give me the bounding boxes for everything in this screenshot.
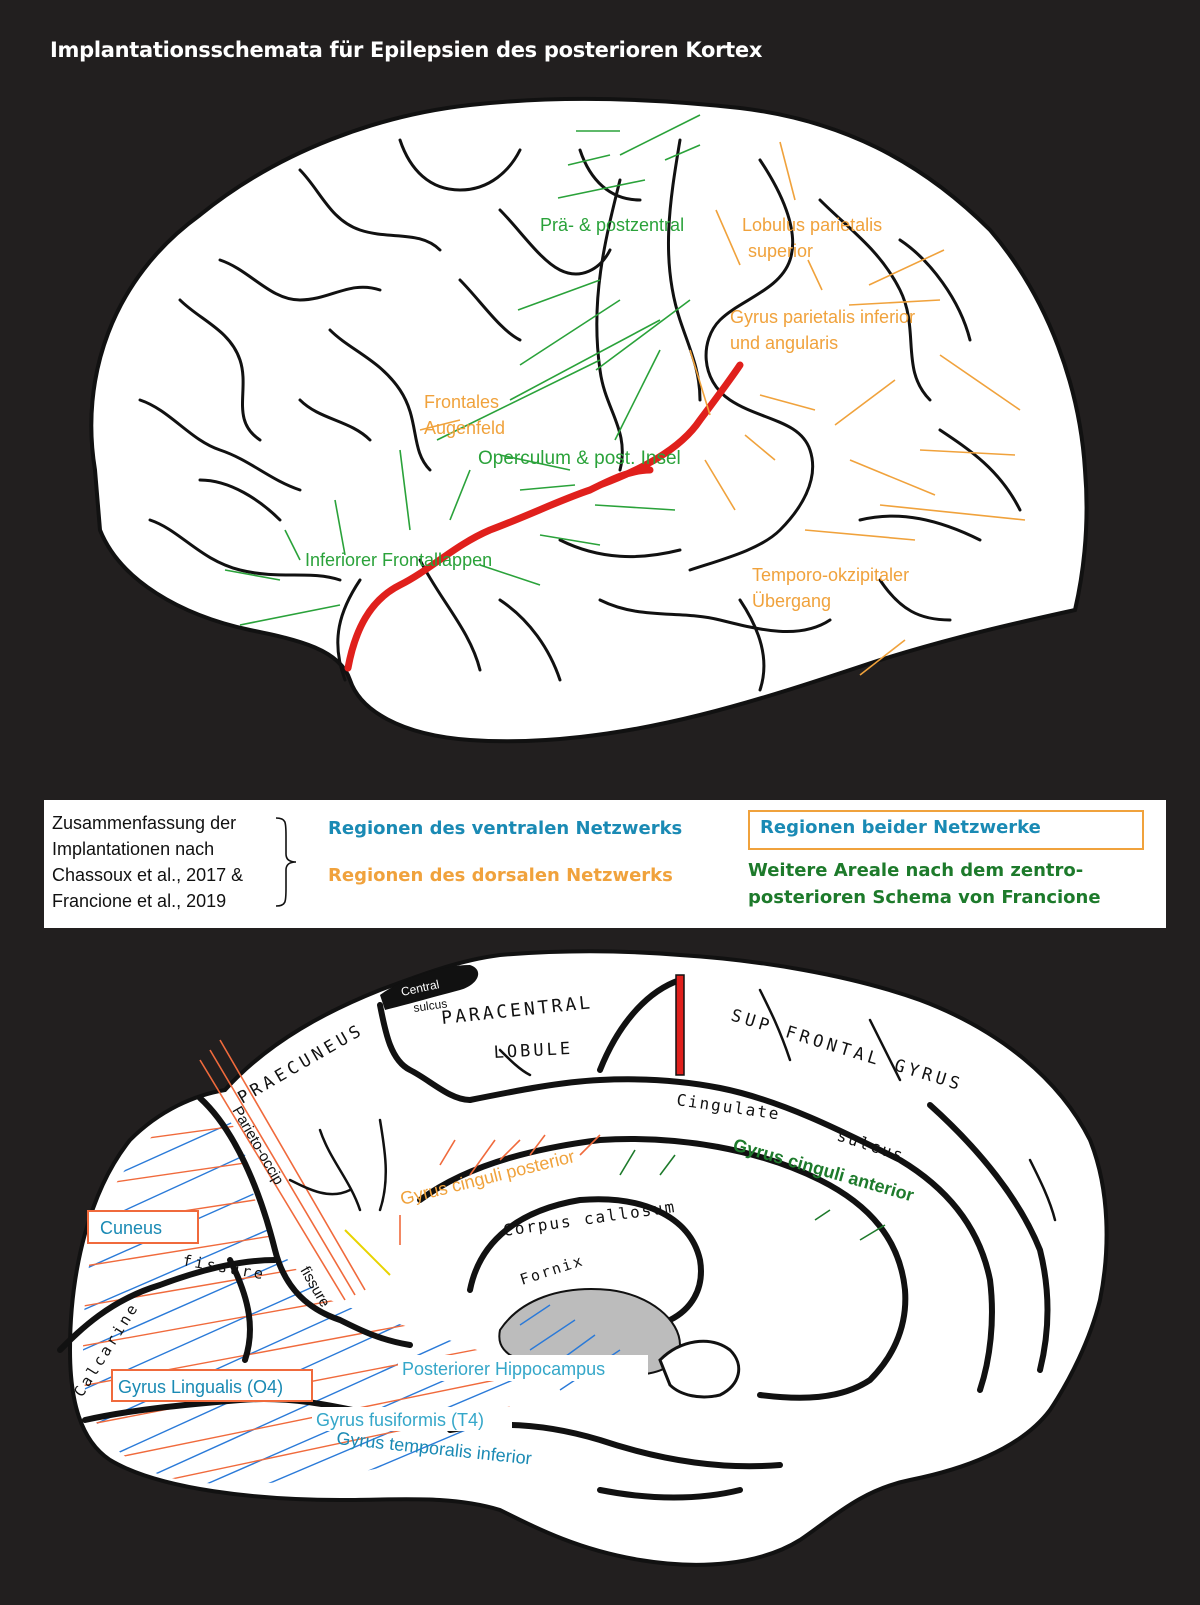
label-inferiorer-frontal: Inferiorer Frontallappen: [305, 550, 492, 570]
label-frontales-1: Frontales: [424, 392, 499, 412]
legend-summary-line: Francione et al., 2019: [52, 891, 227, 911]
central-sulcus-shape: [380, 965, 479, 1010]
legend-ventral: Regionen des ventralen Netzwerks: [328, 818, 683, 839]
green-electrodes: [224, 114, 701, 626]
cuneus-box: [87, 1210, 199, 1244]
label-lobulus-parietalis-2: superior: [748, 241, 813, 261]
label-gyrus-parietalis-1: Gyrus parietalis inferior: [730, 307, 915, 327]
medial-fine-sulci: [288, 988, 1057, 1222]
central-sulcus-red: [675, 974, 685, 1076]
label-central-sulcus-2: sulcus: [412, 996, 448, 1015]
label-operculum: Operculum & post. Insel: [478, 448, 681, 469]
legend-dorsal: Regionen des dorsalen Netzwerks: [328, 865, 673, 886]
parieto-occip-band: [199, 1039, 366, 1301]
legend-both-box: [748, 810, 1144, 850]
legend-panel: Zusammenfassung der Implantationen nach …: [44, 800, 1166, 928]
brainstem-cut: [658, 1339, 741, 1399]
label-lobulus-parietalis-1: Lobulus parietalis: [742, 215, 882, 235]
legend-other-2: posterioren Schema von Francione: [748, 887, 1101, 908]
cinguli-posterior-lines: [399, 1134, 601, 1245]
legend-summary-line: Zusammenfassung der: [52, 813, 237, 833]
legend-both: Regionen beider Netzwerke: [760, 817, 1041, 838]
sylvian-fissure-red: [344, 361, 744, 672]
label-prae-postzentral: Prä- & postzentral: [540, 215, 684, 235]
label-gyrus-lingualis: Gyrus Lingualis (O4): [118, 1377, 283, 1397]
yellow-marker: [344, 1229, 391, 1276]
gyrus-fusiformis-bg: [312, 1407, 512, 1431]
page-title: Implantationsschemata für Epilepsien des…: [50, 38, 763, 62]
legend-summary: Zusammenfassung der Implantationen nach …: [52, 810, 243, 914]
lateral-sulci: [138, 138, 1022, 692]
label-temporo-2: Übergang: [752, 591, 831, 611]
label-gyrus-parietalis-2: und angularis: [730, 333, 838, 353]
cinguli-anterior-lines: [619, 1149, 886, 1241]
legend-brace: [275, 817, 297, 907]
posteriorer-hippocampus-bg: [398, 1355, 648, 1381]
label-temporo-1: Temporo-okzipitaler: [752, 565, 909, 585]
orange-electrodes: [419, 141, 1026, 676]
lateral-brain-diagram: Prä- & postzentral Lobulus parietalis su…: [89, 96, 1089, 744]
legend-summary-line: Implantationen nach: [52, 839, 215, 859]
legend-summary-line: Chassoux et al., 2017 &: [52, 865, 244, 885]
label-frontales-2: Augenfeld: [424, 418, 505, 438]
gyrus-lingualis-box: [111, 1369, 313, 1402]
label-gyrus-fusiformis: Gyrus fusiformis (T4): [316, 1410, 484, 1430]
legend-other-1: Weitere Areale nach dem zentro-: [748, 860, 1084, 881]
label-cuneus: Cuneus: [100, 1218, 162, 1238]
label-lobule: LOBULE: [493, 1039, 573, 1063]
label-posteriorer-hippocampus: Posteriorer Hippocampus: [402, 1359, 605, 1379]
